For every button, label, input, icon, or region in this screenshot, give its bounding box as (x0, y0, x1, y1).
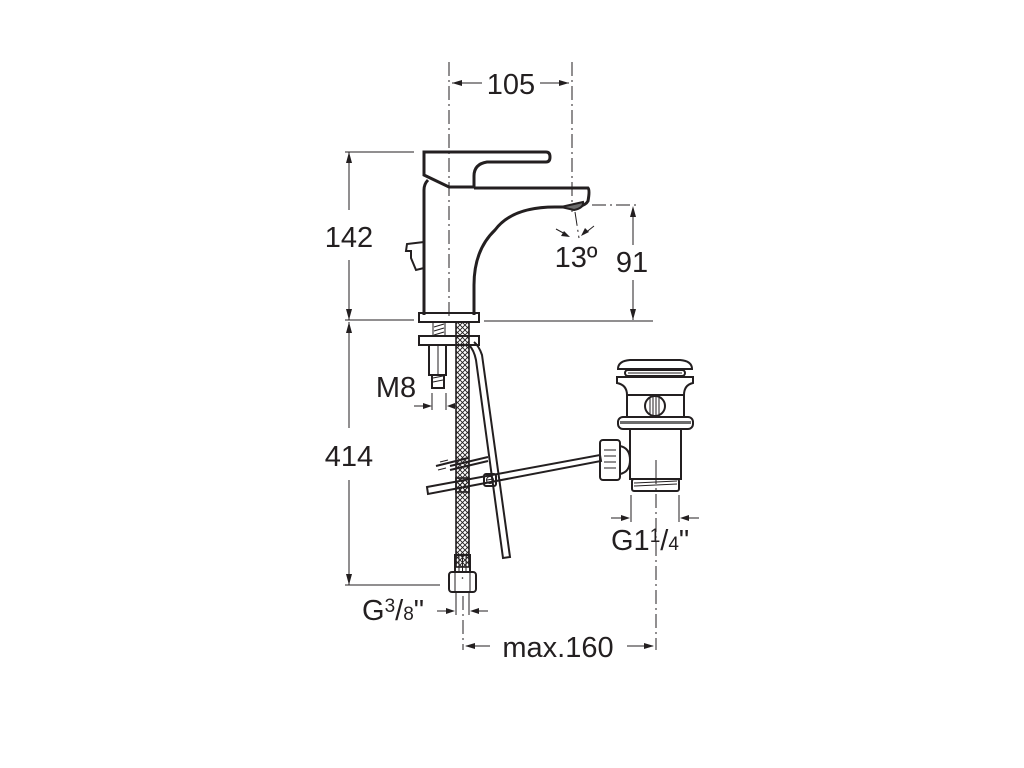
spray-angle-axis (574, 211, 580, 239)
dim-spout-height-label: 91 (616, 247, 648, 279)
mixer-body (404, 150, 591, 323)
mounting-washer (418, 335, 480, 346)
mixer-body-outline (422, 178, 591, 315)
overflow-grid (644, 395, 666, 417)
dimension-m8: M8 (376, 372, 456, 410)
dimension-105: 105 (452, 69, 569, 101)
dim-spout-reach-label: 105 (487, 69, 535, 101)
dimension-91: 91 (484, 206, 653, 322)
waste-flange (616, 376, 694, 396)
dim-stud-thread-label: M8 (376, 372, 416, 404)
dim-hose-connection-label: G3/8" (362, 595, 424, 627)
dim-waste-connection-label: G11/4" (611, 525, 689, 557)
dim-mixer-height-label: 142 (325, 222, 373, 254)
aerator (560, 200, 585, 212)
braided-hose (435, 321, 489, 593)
hose-nut (448, 571, 477, 593)
mounting-assembly (418, 322, 480, 389)
m8-stud (431, 374, 445, 389)
popup-linkage (425, 341, 603, 560)
dim-spout-angle-label: 13º (555, 242, 598, 274)
dimension-414: 414 (325, 322, 440, 586)
dim-hose-length-label: 414 (325, 441, 373, 473)
dimension-142: 142 (325, 151, 414, 321)
rod-connector-nut (599, 439, 621, 481)
popup-knob (404, 241, 425, 272)
rod-clamp (483, 473, 497, 487)
dimension-max160: max.160 (465, 632, 654, 664)
dimension-angle: 13º (555, 225, 598, 274)
popup-waste (599, 359, 694, 492)
dimension-g114: G11/4" (611, 495, 699, 557)
pull-rod (468, 341, 512, 560)
lever-handle (422, 150, 552, 189)
waste-plug-cap (616, 359, 694, 370)
axis-lines (448, 62, 657, 650)
dim-waste-offset-label: max.160 (502, 632, 613, 664)
dimension-g38: G3/8" (362, 592, 488, 627)
base-flange (418, 312, 480, 323)
